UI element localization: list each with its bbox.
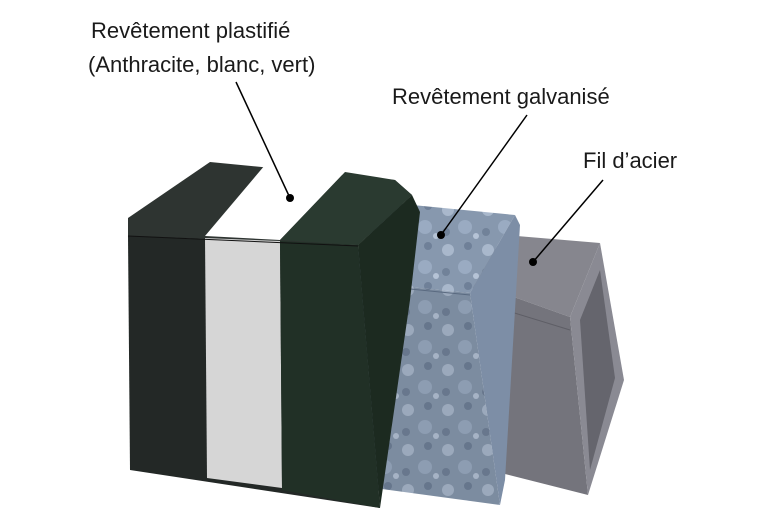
leader-line-galvanized [440,114,528,236]
label-plastic-coating: Revêtement plastifié [91,18,291,43]
leader-dot-galvanized [437,231,445,239]
leader-line-steel [532,179,604,263]
leader-lines [235,81,604,266]
plastic-coating-layer [127,162,420,508]
leader-dot-steel [529,258,537,266]
label-galvanized-coating: Revêtement galvanisé [392,84,610,109]
label-steel-wire: Fil d’acier [583,148,678,173]
label-plastic-colors: (Anthracite, blanc, vert) [88,52,316,77]
leader-dot-plastic [286,194,294,202]
leader-line-plastic [235,81,291,199]
